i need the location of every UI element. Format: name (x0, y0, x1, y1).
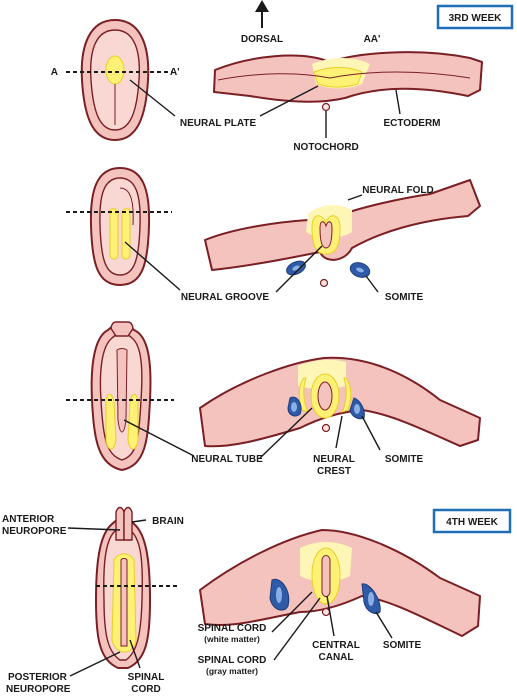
leader-brain (131, 519, 147, 523)
neural-crest-label-line2: CREST (317, 466, 351, 477)
central-canal-label-line2: CANAL (319, 652, 354, 663)
leader-anterior-neuropore (67, 527, 121, 531)
spinal-cord-label-line2: CORD (131, 684, 160, 695)
neural-plate-label: NEURAL PLATE (180, 118, 257, 129)
section-plane-label: AA' (364, 34, 381, 45)
cross-section-3 (199, 356, 481, 448)
somite-label-3: SOMITE (385, 454, 424, 465)
leader-somite-4 (375, 611, 393, 639)
dorsal-label: DORSAL (241, 34, 283, 45)
leader-ectoderm (395, 89, 401, 115)
cross-section-1 (213, 51, 483, 112)
leader-gray-matter (273, 597, 321, 661)
somite-label-4: SOMITE (383, 640, 422, 651)
posterior-neuropore-label-line1: POSTERIOR (8, 672, 68, 683)
leader-neural-plate-embryo (129, 79, 176, 117)
leader-posterior-neuropore (69, 651, 121, 677)
neural-crest-label-line1: NEURAL (313, 454, 355, 465)
leader-neural-tube-section (259, 407, 313, 459)
cut-a-prime-label: A' (170, 67, 180, 78)
leader-central-canal (326, 595, 335, 637)
leader-somite-3 (361, 415, 381, 451)
leader-neural-plate-section (259, 85, 319, 117)
leader-neural-tube-embryo (123, 419, 195, 457)
somite-label-2: SOMITE (385, 292, 424, 303)
gray-matter-label-line1: SPINAL CORD (198, 655, 267, 666)
leader-neural-crest (335, 415, 343, 449)
cut-a-label: A (51, 67, 58, 78)
spinal-cord-label-line1: SPINAL (128, 672, 165, 683)
central-canal-label-line1: CENTRAL (312, 640, 360, 651)
cross-section-4 (199, 529, 481, 637)
leader-neural-groove-embryo (124, 241, 181, 291)
white-matter-label-line1: SPINAL CORD (198, 623, 267, 634)
neural-tube-label: NEURAL TUBE (191, 454, 263, 465)
embryo-dorsal-view-1 (80, 19, 150, 141)
week4-badge: 4TH WEEK (432, 508, 512, 534)
anterior-neuropore-label-line1: ANTERIOR (2, 514, 55, 525)
brain-label: BRAIN (152, 516, 184, 527)
neural-groove-label: NEURAL GROOVE (181, 292, 269, 303)
white-matter-label-line2: (white matter) (204, 634, 260, 644)
embryo-dorsal-view-4 (95, 506, 151, 669)
cross-section-2 (204, 179, 481, 288)
gray-matter-label-line2: (gray matter) (206, 666, 258, 676)
leader-neural-groove-section (275, 245, 323, 293)
week4-label: 4TH WEEK (446, 517, 498, 528)
leader-somite-2 (365, 275, 379, 293)
dorsal-arrow (255, 0, 269, 28)
posterior-neuropore-label-line2: NEUROPORE (6, 684, 71, 695)
anterior-neuropore-label-line2: NEUROPORE (2, 526, 67, 537)
embryo-dorsal-view-2 (89, 167, 151, 286)
week3-badge: 3RD WEEK (436, 4, 514, 30)
leader-neural-fold (347, 194, 363, 201)
embryo-dorsal-view-3 (90, 321, 152, 471)
week3-label: 3RD WEEK (449, 13, 503, 24)
neural-fold-label: NEURAL FOLD (362, 185, 433, 196)
leader-white-matter (271, 591, 313, 633)
ectoderm-label: ECTODERM (383, 118, 440, 129)
notochord-label: NOTOCHORD (293, 142, 358, 153)
leader-spinal-cord (129, 639, 141, 669)
